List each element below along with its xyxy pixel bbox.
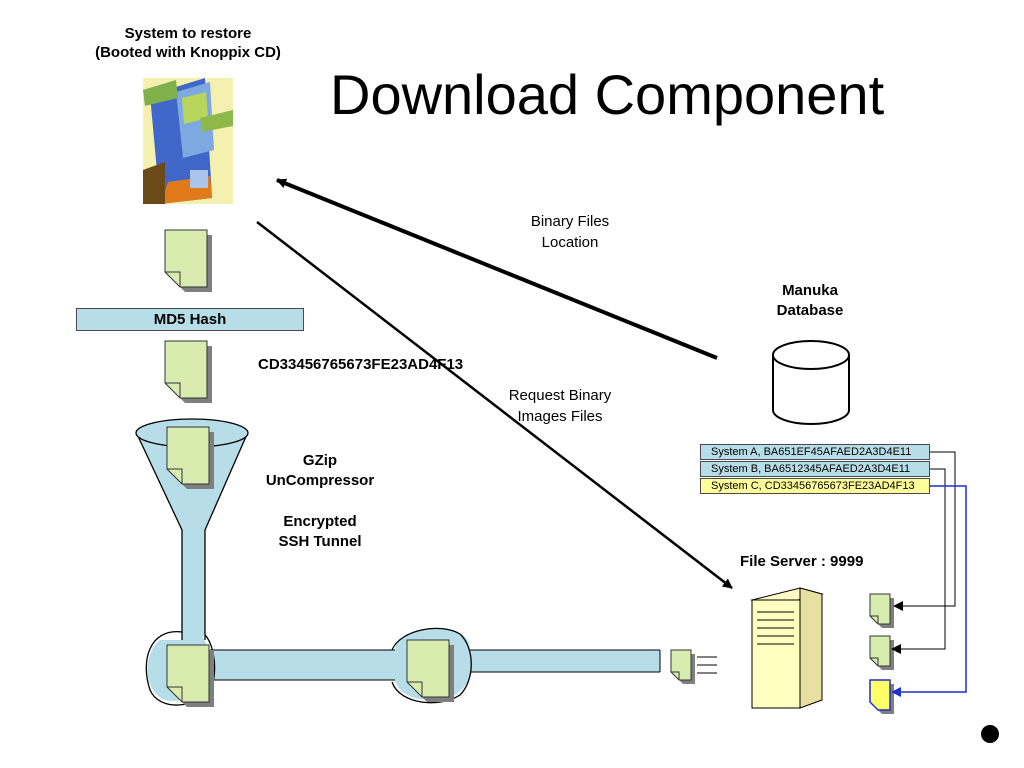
row-connectors: [891, 451, 967, 697]
database-label-line1: Manuka: [782, 282, 838, 299]
document-icon: [164, 229, 213, 293]
binary-location-line2: Location: [541, 234, 599, 251]
pipe-tunnel: [135, 418, 661, 706]
database-row-system-c: System C, CD33456765673FE23AD4F13: [700, 478, 930, 494]
database-row-system-b: System B, BA6512345AFAED2A3D4E11: [700, 461, 930, 477]
database-label-line2: Database: [776, 302, 844, 319]
server-icon: [750, 587, 824, 709]
database-label: Manuka Database: [750, 281, 870, 321]
document-icon: [869, 593, 895, 629]
motion-lines: [697, 656, 717, 674]
file-server-label: File Server : 9999: [740, 553, 864, 570]
document-icon: [164, 340, 213, 404]
document-icon: [869, 635, 895, 671]
bullet-icon: [981, 725, 999, 743]
selected-document-icon: [869, 679, 894, 714]
binary-location-arrow: [276, 178, 718, 360]
database-icon: [772, 340, 850, 425]
system-label-line1: System to restore: [124, 25, 252, 42]
request-arrow: [256, 221, 733, 589]
gzip-label-line1: GZip: [302, 452, 338, 469]
database-row-system-a: System A, BA651EF45AFAED2A3D4E11: [700, 444, 930, 460]
system-label-line2: (Booted with Knoppix CD): [95, 44, 281, 61]
tunnel-label-line2: SSH Tunnel: [278, 533, 362, 550]
gzip-label: GZip UnCompressor: [250, 451, 390, 491]
document-icon: [670, 649, 696, 685]
hash-value: CD33456765673FE23AD4F13: [258, 356, 464, 373]
computer-illustration-icon: [143, 78, 233, 204]
page-title: Download Component: [330, 63, 885, 126]
binary-location-label: Binary Files Location: [505, 211, 635, 253]
request-label-line1: Request Binary: [508, 387, 612, 404]
request-label: Request Binary Images Files: [490, 385, 630, 427]
gzip-label-line2: UnCompressor: [265, 472, 375, 489]
tunnel-label-line1: Encrypted: [283, 513, 357, 530]
md5-hash-bar: MD5 Hash: [76, 308, 304, 331]
binary-location-line1: Binary Files: [530, 213, 610, 230]
request-label-line2: Images Files: [517, 408, 603, 425]
system-label: System to restore (Booted with Knoppix C…: [68, 24, 308, 62]
tunnel-label: Encrypted SSH Tunnel: [250, 512, 390, 552]
